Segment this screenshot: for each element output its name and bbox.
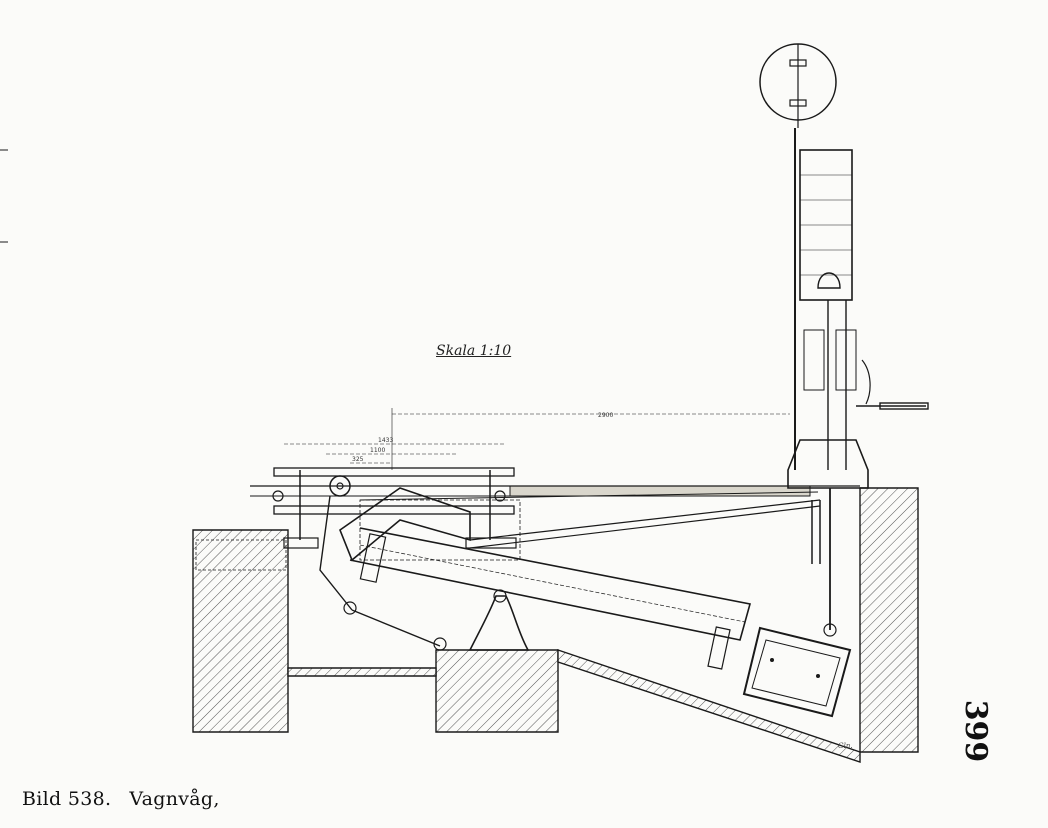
dimension-325: 325 xyxy=(352,456,364,463)
figure-caption: Bild 538. Vagnvåg, xyxy=(22,788,220,810)
counter-box xyxy=(742,488,852,718)
foundation-right xyxy=(859,487,919,753)
main-lever xyxy=(319,475,752,670)
pivot-stand xyxy=(468,589,530,651)
road-surface xyxy=(250,485,860,497)
foundation-center-pier xyxy=(435,649,559,733)
dimension-2900: 2900 xyxy=(598,412,613,419)
pit-floor xyxy=(287,649,861,763)
platform xyxy=(272,467,521,561)
caption-title: Vagnvåg, xyxy=(129,788,220,810)
dimension-lines: 2900 1433 1100 325 xyxy=(284,408,790,470)
draftsman-signature: Gln. xyxy=(838,742,853,750)
page-number: 399 xyxy=(958,699,993,763)
caption-label: Bild 538. xyxy=(22,788,112,810)
linkage-rods xyxy=(359,491,821,564)
edge-marks xyxy=(0,149,8,243)
dimension-1433: 1433 xyxy=(378,437,393,444)
dial xyxy=(759,43,837,128)
scale-label: Skala 1:10 xyxy=(436,343,512,359)
weighing-column xyxy=(787,128,929,489)
dimension-1100: 1100 xyxy=(370,447,385,454)
foundation-left xyxy=(192,529,289,733)
